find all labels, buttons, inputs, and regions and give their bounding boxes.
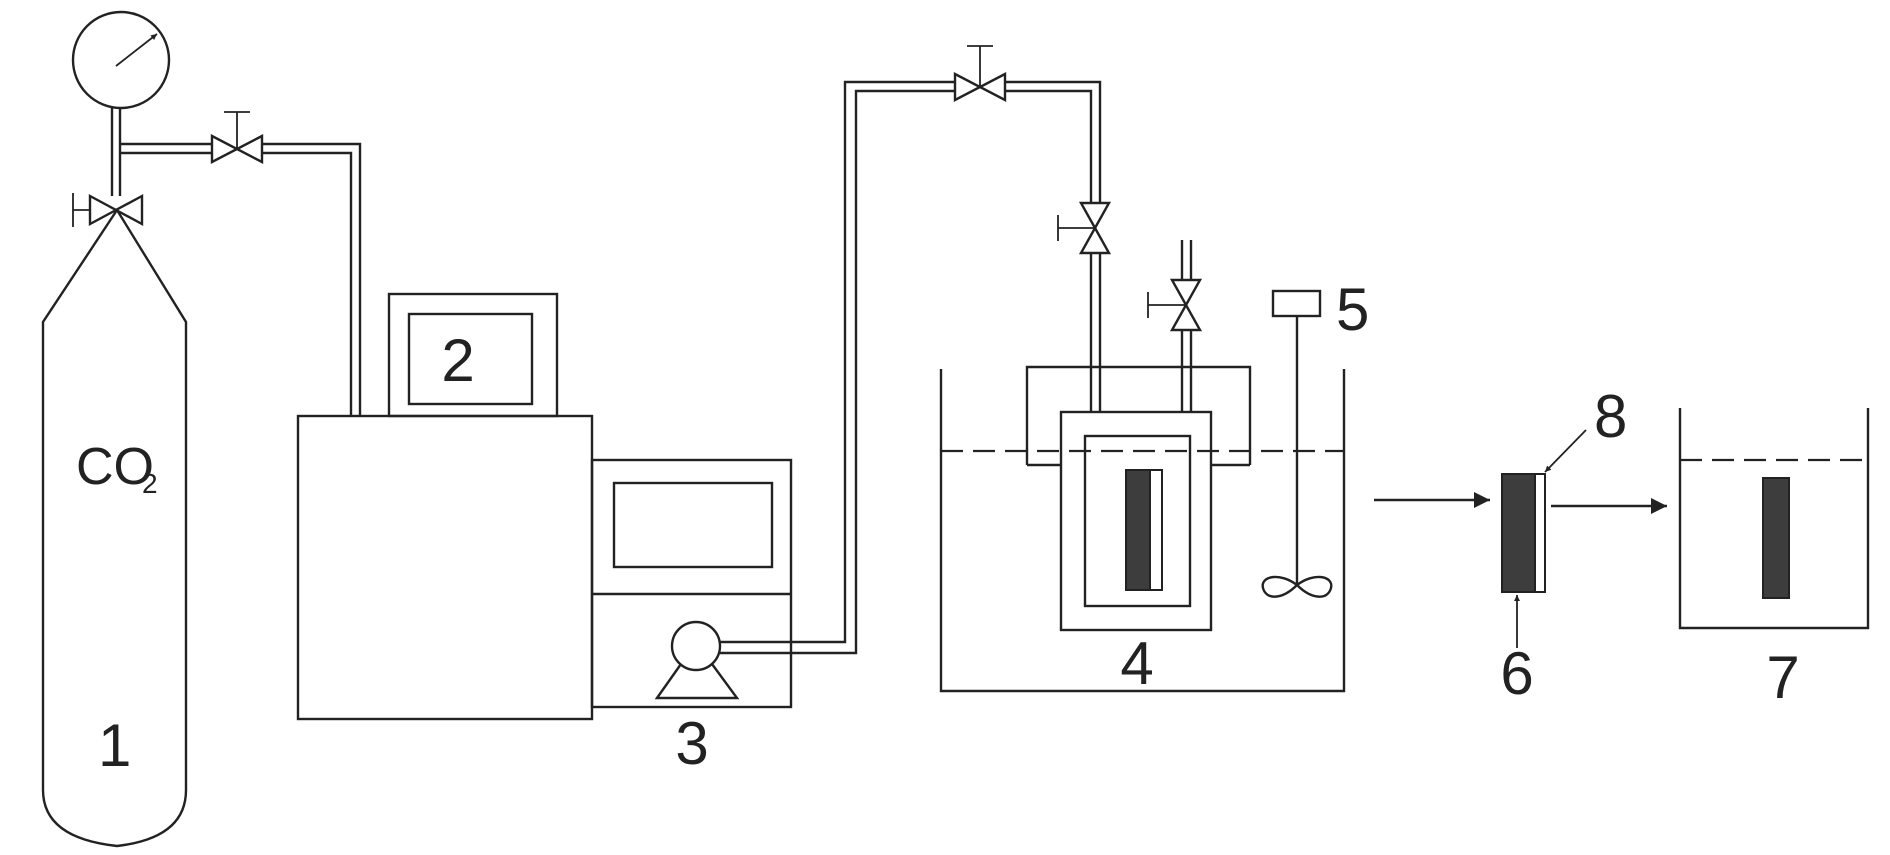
vessel-inlet-valve-icon: [1057, 201, 1112, 255]
final-bath: 7: [1678, 408, 1870, 711]
water-bath: [939, 369, 1346, 693]
gas-line-1: [120, 142, 362, 416]
cylinder-gas-label: CO: [76, 438, 154, 496]
label-sample: 6: [1500, 640, 1533, 707]
vent-valve-icon: [1147, 278, 1203, 332]
pressure-gauge-icon: [71, 10, 171, 110]
feed-line: [720, 80, 1102, 655]
label-pump: 3: [675, 710, 708, 777]
stirrer: 5: [1261, 276, 1369, 598]
cylinder-gas-subscript: 2: [142, 468, 158, 499]
label-vessel: 4: [1120, 630, 1153, 697]
label-gas-cylinder: 1: [98, 712, 131, 779]
label-coating: 8: [1594, 383, 1627, 450]
stirrer-impeller-icon: [1261, 575, 1333, 598]
coated-sample: 6 8: [1500, 383, 1627, 707]
feed-line-valve-icon: [953, 45, 1007, 102]
label-bath: 7: [1766, 644, 1799, 711]
pump-icon: [654, 620, 740, 700]
gas-line-valve-icon: [210, 111, 264, 164]
unit-2-main-body: 2: [296, 292, 594, 721]
label-stirrer: 5: [1336, 276, 1369, 343]
co2-gas-cylinder: CO 2 1: [41, 207, 188, 848]
label-unit-2: 2: [441, 327, 474, 394]
cylinder-valve-icon: [72, 193, 144, 227]
pump-unit: 3: [590, 458, 793, 777]
reaction-vessel: 4: [1025, 365, 1252, 697]
